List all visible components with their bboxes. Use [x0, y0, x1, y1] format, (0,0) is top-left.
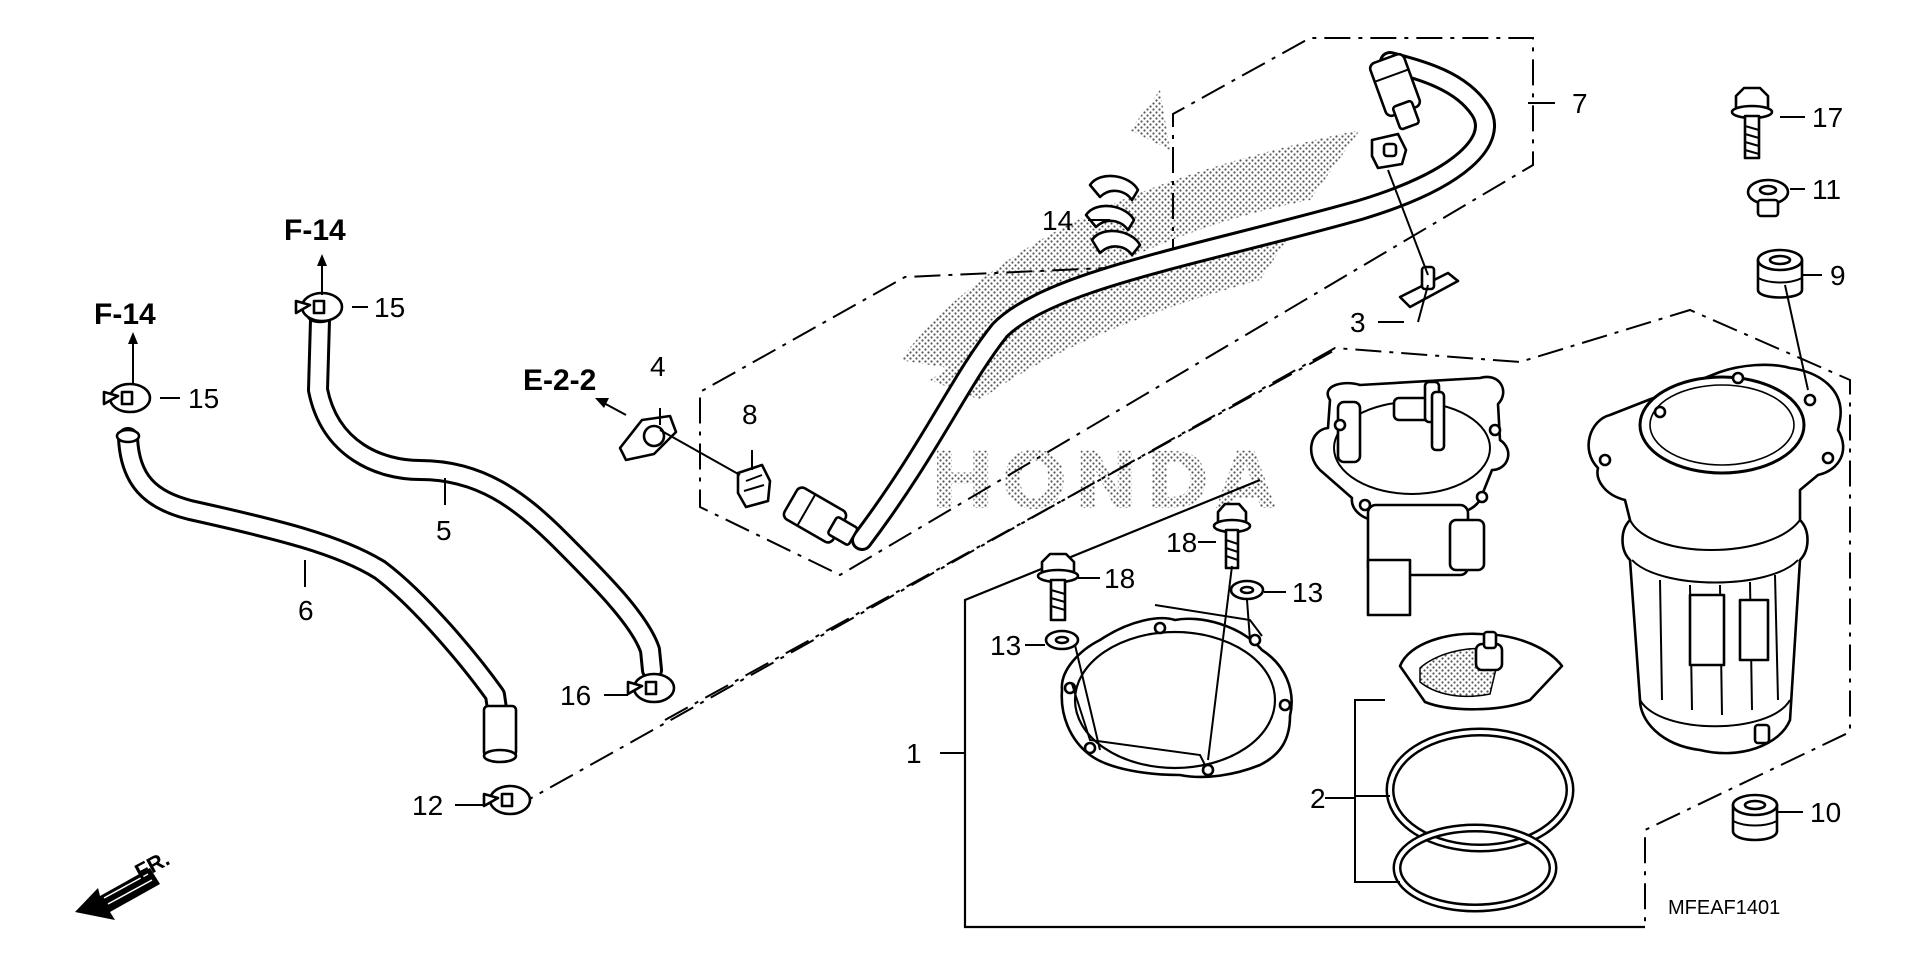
callout-14: 14	[1042, 205, 1073, 236]
o-ring-large	[1385, 727, 1575, 853]
hose-clamp-16	[626, 672, 676, 704]
o-ring-small	[1392, 823, 1558, 913]
bolt-18-right	[1212, 502, 1252, 570]
callout-16: 16	[560, 680, 591, 711]
gasket	[1060, 604, 1293, 779]
callout-18-left: 18	[1104, 563, 1135, 594]
callout-17: 17	[1812, 102, 1843, 133]
fuel-strainer	[1398, 630, 1564, 711]
reference-e22: E-2-2	[523, 364, 596, 397]
callout-4: 4	[650, 351, 666, 382]
callout-15-right: 15	[374, 292, 405, 323]
grommet-9	[1756, 248, 1804, 299]
diagram-code: MFEAF1401	[1668, 897, 1780, 919]
leader-lines	[160, 102, 1822, 813]
fuel-hose-5	[306, 308, 663, 681]
fuel-hose-7	[782, 51, 1496, 551]
fuel-pump-unit	[1309, 375, 1510, 617]
washer-13-right	[1229, 579, 1265, 601]
part-1-frame	[509, 308, 1851, 927]
callout-9: 9	[1830, 260, 1846, 291]
fuel-hose-6	[115, 427, 518, 764]
callout-3: 3	[1350, 307, 1366, 338]
callout-6: 6	[298, 595, 314, 626]
hose-clip-8	[736, 463, 772, 509]
part-16-dash	[664, 349, 1336, 721]
hose-clip-top	[1370, 132, 1408, 170]
callout-2: 2	[1310, 783, 1326, 814]
hose-clamp-15-right	[294, 291, 344, 323]
reference-f14-left: F-14	[94, 298, 156, 331]
hose-clamp-12	[482, 784, 532, 816]
front-direction-arrow: FR.	[75, 846, 174, 920]
callout-8: 8	[742, 399, 758, 430]
callout-11: 11	[1812, 174, 1841, 205]
reference-arrows	[128, 254, 627, 416]
callout-12: 12	[412, 790, 443, 821]
callout-18-right: 18	[1166, 527, 1197, 558]
part-2-bracket	[1354, 699, 1400, 883]
part-1-bracket	[963, 478, 1645, 929]
bolt-17	[1730, 86, 1774, 160]
callout-15-left: 15	[188, 383, 219, 414]
hose-clamp-15-left	[102, 382, 152, 414]
callout-13-right: 13	[1292, 577, 1323, 608]
hose-clip-14	[1084, 174, 1142, 257]
callout-7: 7	[1572, 88, 1588, 119]
grommet-10	[1731, 793, 1779, 842]
collar-11	[1746, 178, 1790, 218]
hose-clip-4	[618, 414, 678, 462]
hose-clip-3	[1398, 265, 1460, 309]
washer-13-left	[1044, 629, 1080, 651]
callout-10: 10	[1810, 797, 1841, 828]
bolt-18-left	[1036, 552, 1080, 622]
fuel-pump-housing	[1587, 363, 1845, 755]
part-7-frame	[699, 37, 1534, 577]
callout-5: 5	[436, 515, 452, 546]
reference-f14-right: F-14	[284, 214, 346, 247]
callout-13-left: 13	[990, 630, 1021, 661]
callout-1: 1	[906, 738, 922, 769]
